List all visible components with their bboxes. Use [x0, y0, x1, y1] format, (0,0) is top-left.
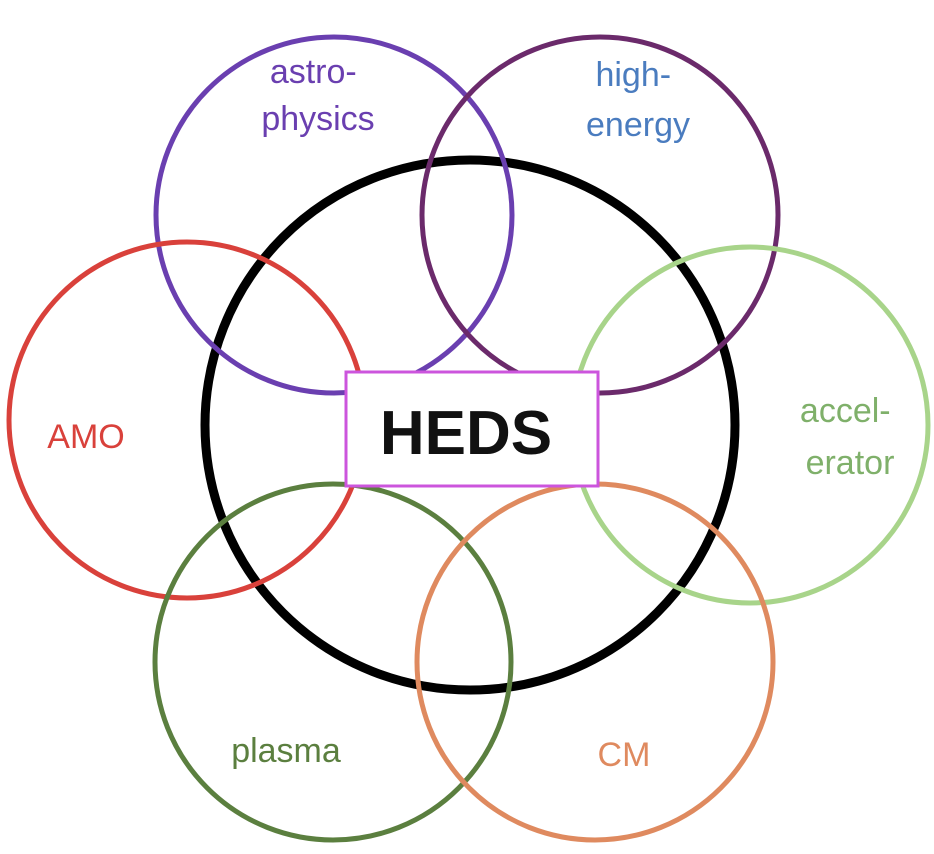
- astrophysics-circle: [153, 34, 515, 396]
- plasma-circle: [152, 481, 514, 843]
- accelerator-label-line-2: erator: [806, 444, 895, 482]
- accelerator-label-line-1: accel-: [800, 392, 891, 430]
- amo-label-line-1: AMO: [47, 418, 124, 456]
- heds-circle: [200, 155, 740, 695]
- cm-label-line-1: CM: [598, 736, 651, 774]
- amo-label: AMO: [47, 418, 124, 456]
- plasma-label-line-1: plasma: [231, 732, 341, 770]
- high-energy-label: high- energy: [586, 56, 690, 144]
- accelerator-label: accel- erator: [800, 392, 900, 482]
- heds-label: HEDS: [380, 399, 552, 468]
- astrophysics-label-line-1: astro-: [270, 53, 357, 91]
- high-energy-label-line-2: energy: [586, 106, 690, 144]
- heds-label-box: [344, 370, 600, 488]
- astrophysics-label-line-2: physics: [261, 100, 374, 138]
- high-energy-circle: [419, 34, 781, 396]
- plasma-label: plasma: [231, 732, 341, 770]
- high-energy-label-line-1: high-: [595, 56, 671, 94]
- cm-label: CM: [598, 736, 651, 774]
- astrophysics-label: astro- physics: [261, 53, 374, 138]
